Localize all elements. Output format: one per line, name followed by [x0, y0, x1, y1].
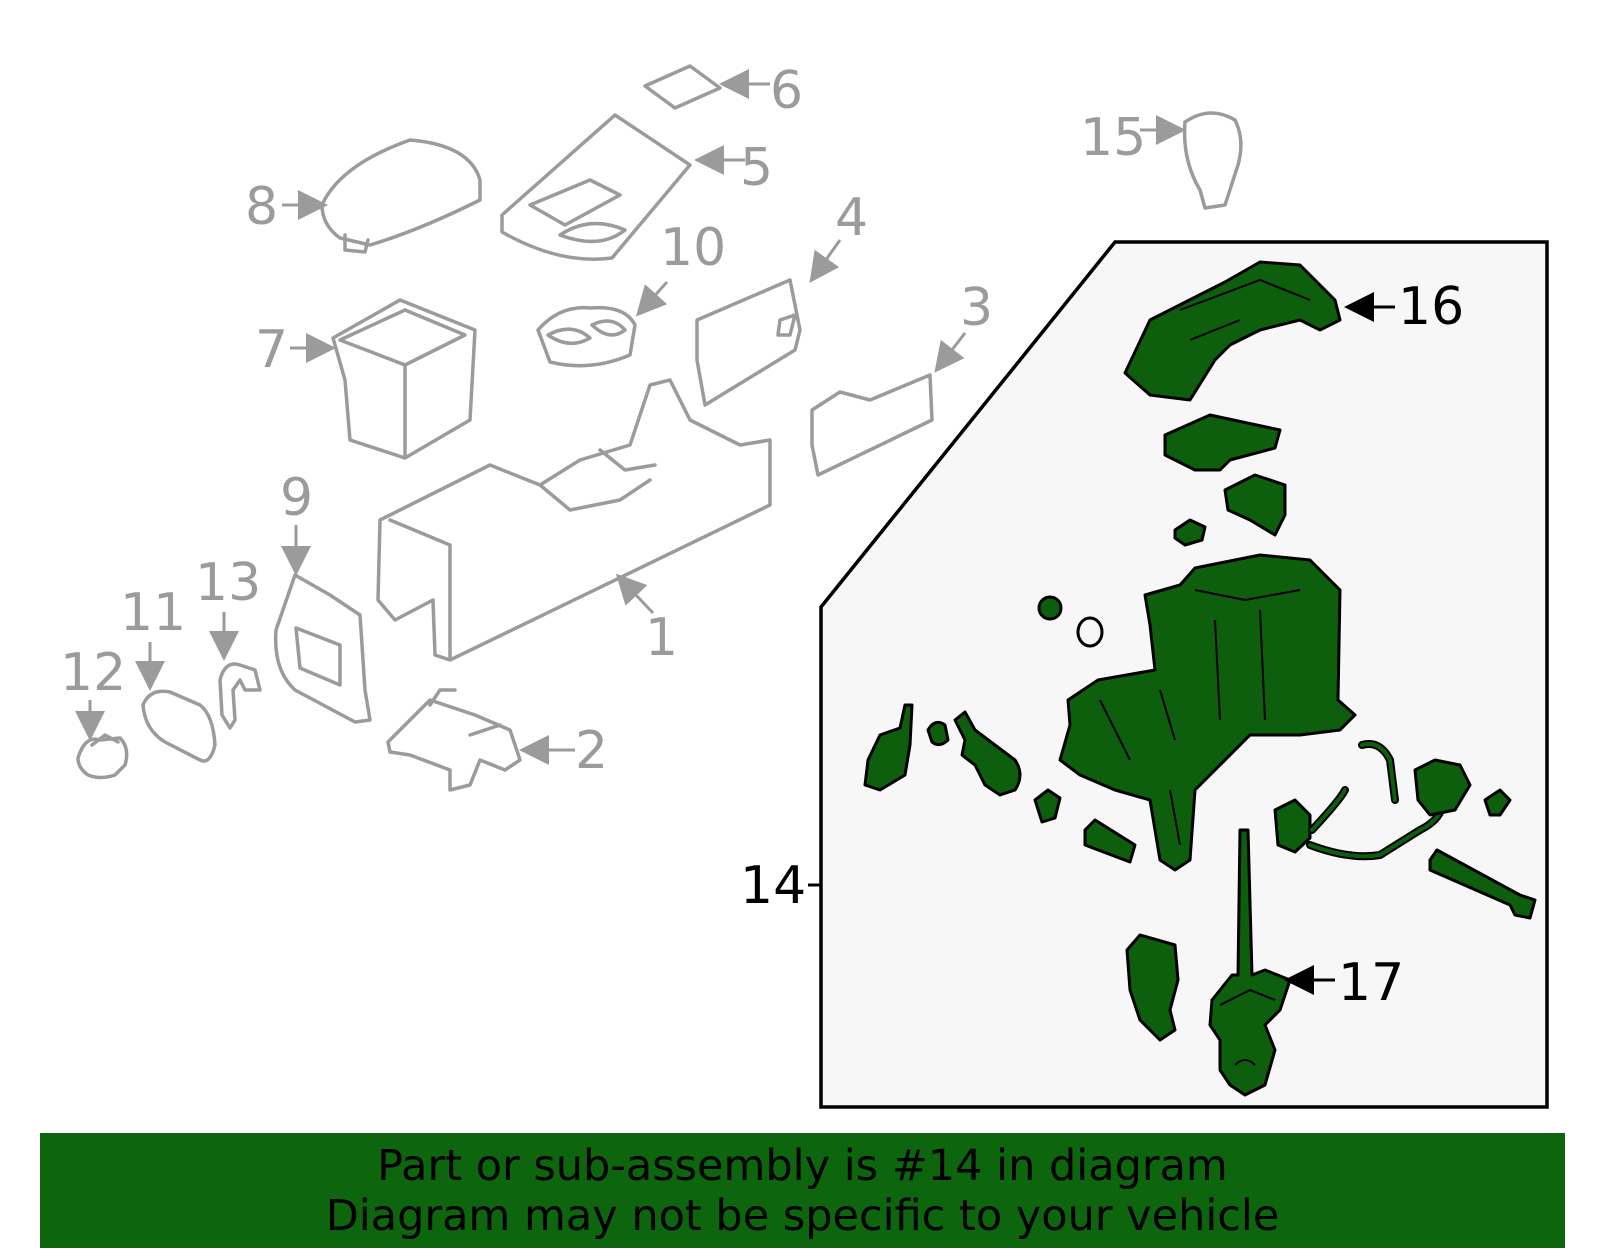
part-17-detail	[1219, 988, 1276, 1066]
callout-4: 4	[835, 188, 868, 248]
arrow-10	[635, 280, 669, 317]
banner-line-1: Part or sub-assembly is #14 in diagram	[377, 1141, 1228, 1191]
callout-16: 16	[1398, 277, 1464, 337]
banner-line-2: Diagram may not be specific to your vehi…	[325, 1191, 1280, 1241]
part-gate-plate	[1163, 413, 1282, 472]
part-12-plug	[76, 733, 129, 780]
callout-17: 17	[1338, 953, 1404, 1013]
part-switch-harness	[1273, 798, 1312, 854]
callout-3: 3	[960, 278, 993, 338]
callout-5: 5	[740, 138, 773, 198]
part-10-cup-holder	[536, 305, 637, 368]
part-1-console-body	[376, 378, 772, 662]
callout-7: 7	[255, 320, 288, 380]
part-main-housing	[1058, 553, 1357, 872]
highlighted-callouts: 16 17 14	[740, 277, 1464, 1013]
part-17-shifter-lever	[1208, 828, 1292, 1097]
part-8-armrest-lid	[320, 138, 482, 254]
part-pin	[1083, 818, 1137, 864]
part-side-bracket	[1125, 933, 1180, 1042]
callout-8: 8	[245, 177, 278, 237]
part-tiny-clip	[1173, 518, 1207, 547]
part-o-ring	[1076, 616, 1104, 648]
callout-11: 11	[120, 583, 186, 643]
arrow-4	[809, 239, 842, 283]
callout-10: 10	[660, 218, 726, 278]
parts-diagram: 1 2 3 4 5 6 7 8 9 10 11 12 13 15	[60, 61, 1549, 1109]
part-nut	[1037, 595, 1063, 621]
callout-1: 1	[645, 608, 678, 668]
part-2-bracket	[386, 688, 522, 792]
callout-13: 13	[195, 553, 261, 613]
part-16-detail	[1179, 278, 1311, 341]
part-solenoid	[953, 710, 1022, 797]
arrow-1	[615, 573, 655, 615]
callout-15: 15	[1080, 108, 1146, 168]
part-5-shifter-bezel	[500, 113, 692, 261]
callout-2: 2	[575, 721, 608, 781]
part-9-trim-panel	[273, 573, 372, 724]
part-small-block	[1223, 473, 1287, 537]
unhighlighted-parts: 1 2 3 4 5 6 7 8 9 10 11 12 13 15	[60, 61, 1243, 792]
part-screw	[1483, 788, 1512, 817]
arrow-3	[934, 332, 967, 373]
callout-14: 14	[740, 856, 806, 916]
part-16-upper-bezel	[1123, 260, 1342, 402]
part-main-housing-detail	[1099, 589, 1301, 846]
part-13-wiring-harness	[218, 662, 262, 730]
part-long-bolt	[1428, 848, 1537, 920]
part-small-cube	[1033, 788, 1062, 824]
part-6-trim-plate	[643, 64, 722, 110]
part-3-side-panel	[810, 373, 934, 477]
part-4-side-panel	[695, 278, 802, 407]
part-7-storage-bin	[331, 298, 477, 460]
part-11-cover	[141, 689, 217, 763]
part-connector-module	[1413, 758, 1472, 817]
callout-12: 12	[60, 643, 126, 703]
part-small-cylinder	[926, 720, 950, 747]
info-banner: Part or sub-assembly is #14 in diagram D…	[40, 1133, 1565, 1248]
callout-6: 6	[770, 61, 803, 121]
part-left-switch	[863, 703, 914, 792]
callout-9: 9	[280, 468, 313, 528]
part-15-shift-knob	[1182, 111, 1243, 210]
highlighted-parts	[863, 260, 1537, 1097]
